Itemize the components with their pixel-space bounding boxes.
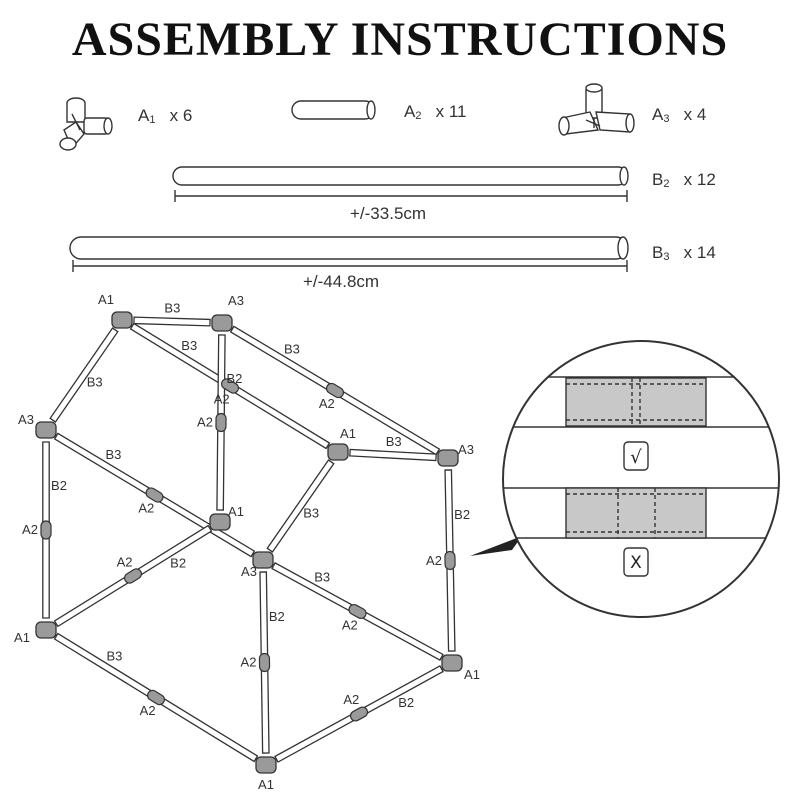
- frame-label-a2: A2: [22, 522, 38, 537]
- frame-label-a1: A1: [464, 667, 480, 682]
- frame-connector-a1: [441, 654, 463, 672]
- frame-connector-a1: [327, 443, 349, 461]
- frame-label-a1: A1: [258, 777, 274, 792]
- frame-tube-b3: [266, 459, 335, 553]
- correct-mark: √: [630, 447, 642, 468]
- frame-tubes: [42, 316, 456, 763]
- frame-tube-b3: [349, 448, 437, 462]
- frame-label-b3: B3: [314, 569, 330, 584]
- part-b2-label: B2 x 12: [652, 170, 716, 190]
- frame-connector-a1: [255, 756, 277, 774]
- wrong-mark: X: [630, 553, 642, 573]
- frame-label-a1: A1: [228, 504, 244, 519]
- b3-tube-icon: [69, 236, 629, 272]
- part-a3-label: A3 x 4: [652, 105, 707, 125]
- frame-label-b2: B2: [170, 555, 186, 570]
- frame-label-a2: A2: [214, 392, 230, 407]
- frame-label-a3: A3: [241, 564, 257, 579]
- frame-coupler-a2: [444, 550, 456, 571]
- frame-label-b2: B2: [51, 478, 67, 493]
- frame-connector-a3: [211, 314, 233, 332]
- frame-label-b2: B2: [269, 609, 285, 624]
- frame-label-b2: B2: [226, 371, 242, 386]
- frame-label-b3: B3: [87, 374, 103, 389]
- frame-coupler-a2: [124, 568, 142, 584]
- frame-label-b3: B3: [164, 301, 180, 316]
- frame-label-b2: B2: [398, 695, 414, 710]
- frame-label-a2: A2: [138, 501, 154, 516]
- frame-coupler-a2: [258, 652, 271, 673]
- frame-connectors: [35, 311, 463, 774]
- frame-coupler-a2: [325, 382, 345, 399]
- frame-label-b3: B3: [105, 447, 121, 462]
- frame-tube-b3: [133, 316, 211, 327]
- frame-connector-a1: [111, 311, 133, 329]
- part-a1-label: A1 x 6: [138, 106, 193, 126]
- frame-label-a3: A3: [458, 442, 474, 457]
- frame-coupler-a2: [220, 378, 240, 394]
- frame-connector-a3: [437, 449, 459, 467]
- frame-label-a2: A2: [117, 554, 133, 569]
- page-title: ASSEMBLY INSTRUCTIONS: [71, 13, 729, 66]
- frame-label-b3: B3: [181, 338, 197, 353]
- frame-label-a2: A2: [197, 414, 213, 429]
- a2-coupler-icon: [291, 100, 376, 120]
- part-b3-label: B3 x 14: [652, 243, 716, 263]
- frame-coupler-a2: [145, 487, 164, 503]
- frame-coupler-a2: [40, 520, 52, 540]
- frame-label-a3: A3: [228, 293, 244, 308]
- frame-couplers: [40, 378, 456, 722]
- pointer-arrow: [470, 536, 522, 556]
- detail-magnifier: √ X: [470, 340, 780, 618]
- frame-label-a2: A2: [319, 396, 335, 411]
- frame-label-a2: A2: [426, 553, 442, 568]
- frame-label-b3: B3: [303, 505, 319, 520]
- frame-tube-b3: [49, 327, 119, 423]
- frame-label-a1: A1: [340, 426, 356, 441]
- frame-label-a1: A1: [98, 292, 114, 307]
- frame-label-b3: B3: [284, 342, 300, 357]
- a1-connector-icon: [59, 97, 113, 151]
- frame-label-a2: A2: [343, 692, 359, 707]
- frame-label-a2: A2: [241, 655, 257, 670]
- correct-joint: [565, 377, 707, 427]
- part-a2-label: A2 x 11: [404, 102, 467, 122]
- frame-label-a2: A2: [140, 703, 156, 718]
- frame-connector-a1: [35, 621, 57, 639]
- frame-label-b3: B3: [386, 434, 402, 449]
- frame-label-a2: A2: [342, 618, 358, 633]
- frame-connector-a3: [35, 421, 57, 439]
- frame-coupler-a2: [349, 706, 369, 722]
- frame-label-a1: A1: [14, 630, 30, 645]
- b3-length-label: +/-44.8cm: [303, 272, 380, 291]
- frame-connector-a3: [252, 551, 274, 569]
- b2-length-label: +/-33.5cm: [350, 204, 427, 223]
- correct-mark-box: [623, 441, 649, 471]
- frame-label-b3: B3: [106, 649, 122, 664]
- a3-connector-icon: [558, 83, 635, 136]
- wrong-joint: [565, 487, 707, 539]
- b2-tube-icon: [172, 166, 629, 202]
- frame-coupler-a2: [146, 689, 166, 706]
- frame-label-b2: B2: [454, 507, 470, 522]
- frame-coupler-a2: [215, 412, 227, 433]
- frame-coupler-a2: [348, 603, 367, 620]
- frame-label-a3: A3: [18, 412, 34, 427]
- frame-connector-a1: [209, 513, 231, 531]
- wrong-mark-box: [623, 547, 649, 577]
